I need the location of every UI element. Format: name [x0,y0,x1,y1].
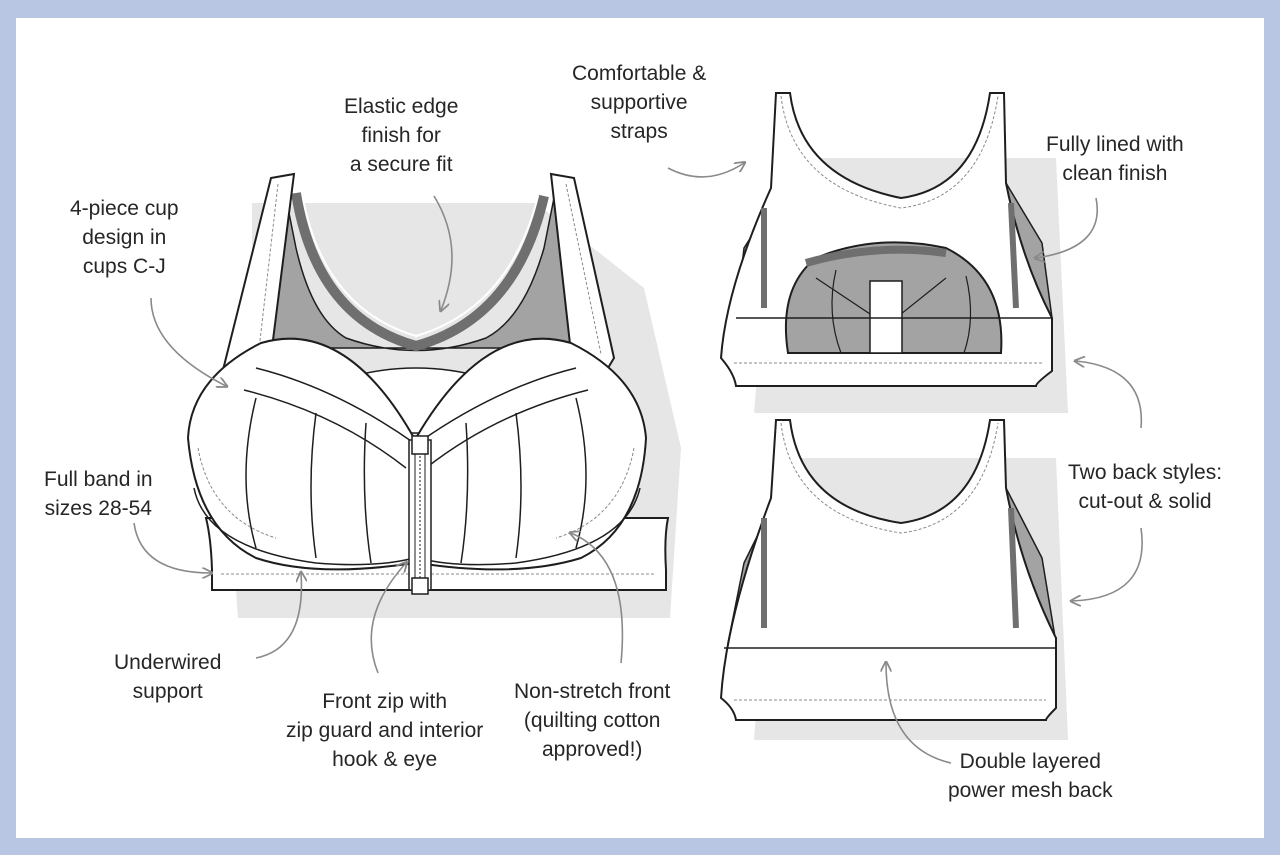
front-view-illustration [186,172,681,618]
label-front-zip-line1: Front zip with [322,690,448,713]
label-power-mesh: Double layered power mesh back [948,747,1113,805]
label-non-stretch: Non-stretch front (quilting cotton appro… [514,677,670,764]
label-cup-design-line3: cups C-J [82,255,166,278]
arrow-elastic-edge [433,195,453,310]
label-full-band: Full band in sizes 28-54 [44,465,153,523]
label-back-styles-line1: Two back styles: [1068,461,1223,484]
arrow-front-zip [370,563,406,674]
label-front-zip: Front zip with zip guard and interior ho… [286,687,483,774]
back-solid-illustration [719,419,1068,740]
front-zip [408,435,432,595]
label-front-zip-line3: hook & eye [332,748,438,771]
label-straps-line1: Comfortable & [572,62,707,85]
label-underwired-line2: support [132,680,203,703]
arrow-cup-design [150,297,226,386]
back-solid-body [719,419,1057,721]
arrow-fully-lined [1036,197,1098,258]
label-elastic-edge-line3: a secure fit [349,153,453,176]
label-non-stretch-line1: Non-stretch front [514,680,671,703]
arrow-non-stretch [571,533,624,664]
label-cup-design-line1: 4-piece cup [70,197,179,220]
label-fully-lined-line1: Fully lined with [1046,133,1184,156]
label-cup-design-line2: design in [82,226,167,249]
arrow-full-band [133,522,211,573]
arrow-underwired [255,573,301,659]
arrow-back-styles-top [1076,361,1143,429]
front-mesh-back [255,187,585,352]
label-back-styles: Two back styles: cut-out & solid [1068,458,1222,516]
label-front-zip-line2: zip guard and interior [286,719,484,742]
label-full-band-line1: Full band in [44,468,153,491]
callout-arrows [133,163,1143,764]
arrow-back-styles-bottom [1072,527,1143,601]
label-cup-design: 4-piece cup design in cups C-J [70,194,179,281]
label-non-stretch-line3: approved!) [542,738,643,761]
label-full-band-line2: sizes 28-54 [44,497,152,520]
label-underwired: Underwired support [114,648,221,706]
arrow-straps [667,163,744,178]
diagram-artwork [133,92,1143,764]
label-non-stretch-line2: (quilting cotton [523,709,661,732]
right-cup [414,337,648,571]
label-straps: Comfortable & supportive straps [572,59,706,146]
label-elastic-edge-line1: Elastic edge [344,95,459,118]
label-power-mesh-line1: Double layered [959,750,1101,773]
label-fully-lined-line2: clean finish [1062,162,1168,185]
label-elastic-edge-line2: finish for [361,124,441,147]
label-elastic-edge: Elastic edge finish for a secure fit [344,92,458,179]
label-underwired-line1: Underwired [114,651,222,674]
diagram-canvas: Elastic edge finish for a secure fit 4-p… [16,18,1264,838]
label-fully-lined: Fully lined with clean finish [1046,130,1184,188]
back-cutout-illustration [719,92,1068,413]
label-straps-line2: supportive [590,91,688,114]
arrow-power-mesh [886,663,952,764]
label-back-styles-line2: cut-out & solid [1078,490,1212,513]
label-straps-line3: straps [610,120,668,143]
label-power-mesh-line2: power mesh back [948,779,1113,802]
